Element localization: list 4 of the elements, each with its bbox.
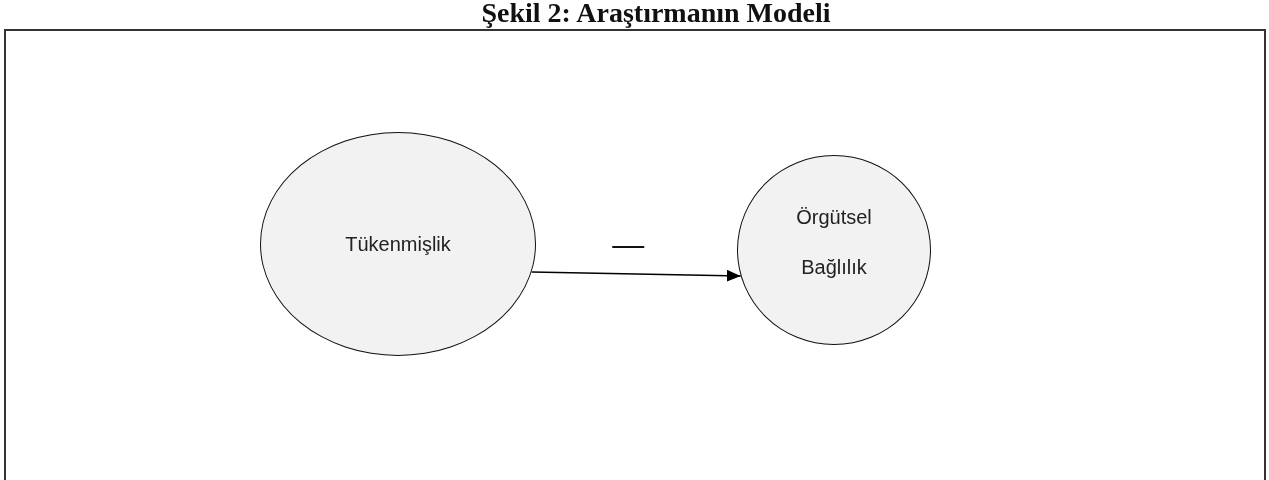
figure-title: Şekil 2: Araştırmanın Modeli <box>481 0 831 26</box>
node-label: Tükenmişlik <box>345 232 451 257</box>
arrow <box>530 269 742 282</box>
node-label: Örgütsel Bağlılık <box>795 205 873 280</box>
